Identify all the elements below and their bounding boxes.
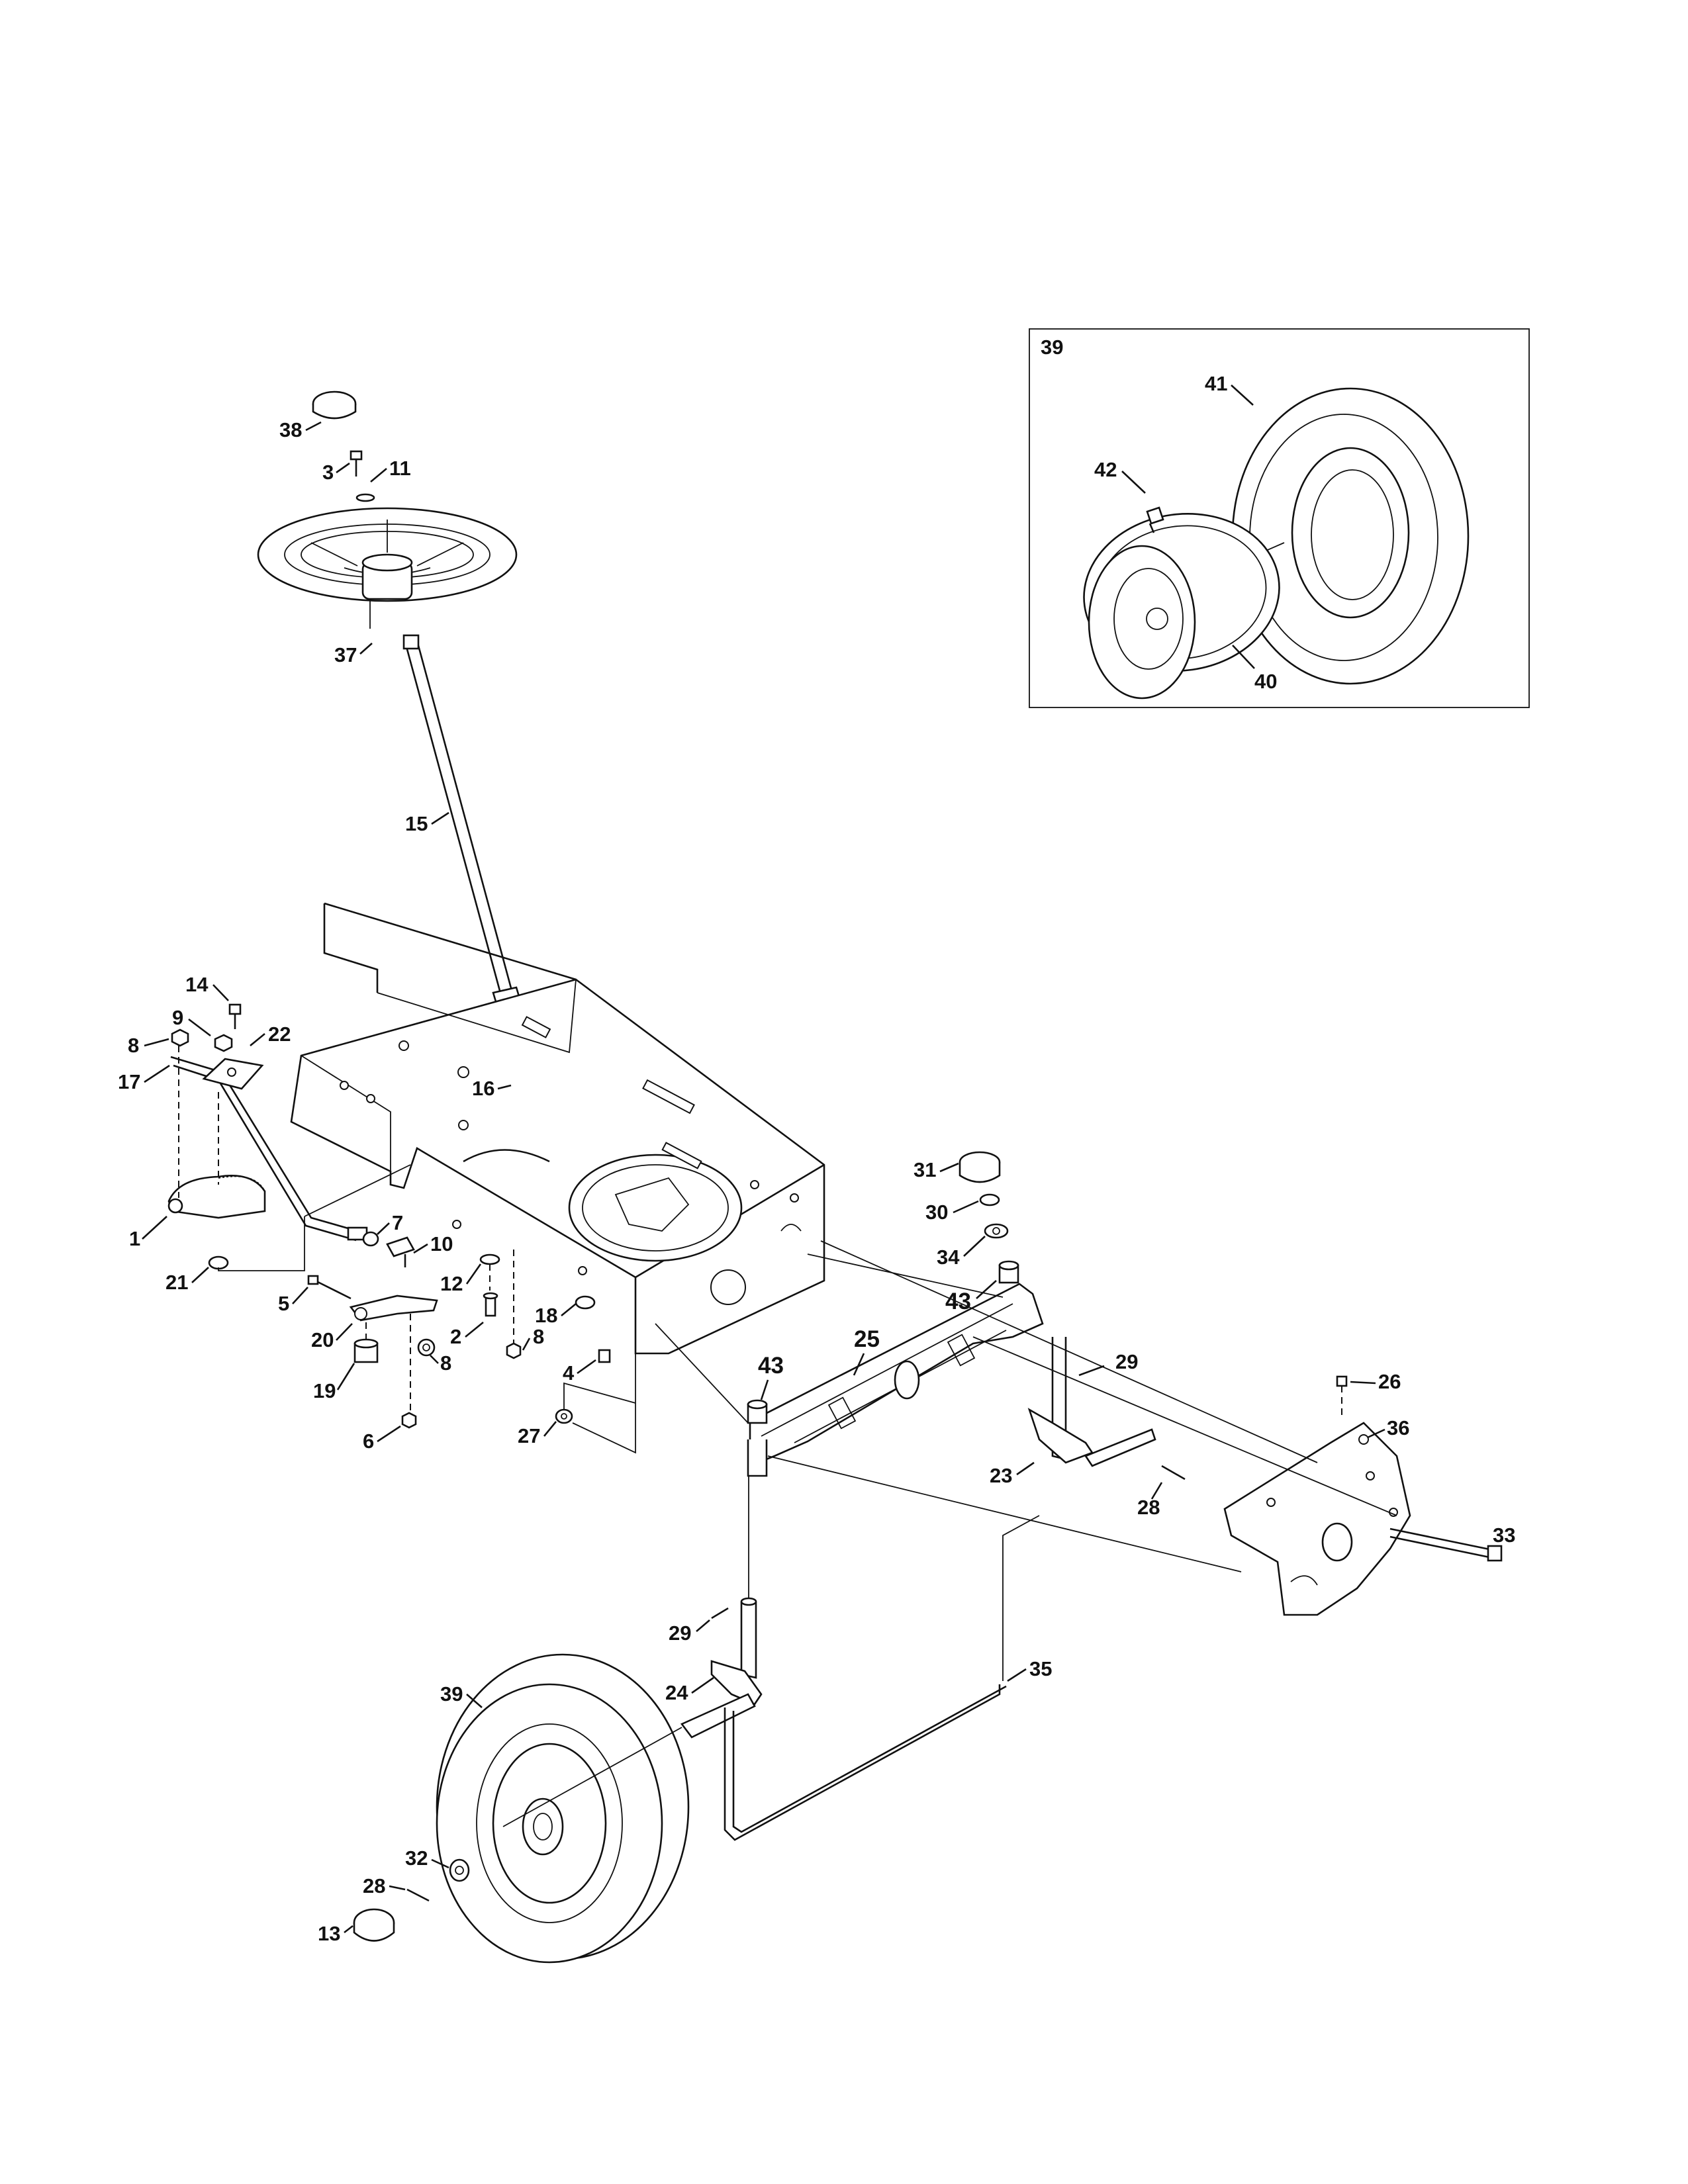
wheel-cap: [312, 390, 357, 420]
cap-31: [959, 1151, 1001, 1183]
callout-11: 11: [389, 457, 411, 480]
callout-4: 4: [563, 1361, 575, 1385]
spacer-19: [353, 1338, 379, 1363]
callout-34: 34: [937, 1246, 960, 1269]
callout-1: 1: [129, 1227, 140, 1250]
callout-8-low: 8: [533, 1325, 544, 1348]
washer-21: [208, 1255, 229, 1270]
bushing-43-right: [998, 1260, 1019, 1284]
callout-41: 41: [1205, 372, 1227, 395]
callout-40: 40: [1254, 670, 1277, 693]
screw-4: [598, 1349, 611, 1363]
callout-23: 23: [990, 1464, 1012, 1487]
callout-29-left: 29: [669, 1621, 691, 1645]
nut-8-mid: [417, 1338, 436, 1357]
callout-13: 13: [318, 1922, 340, 1945]
washer-27: [555, 1408, 573, 1424]
callout-8-mid: 8: [440, 1351, 451, 1375]
callout-12: 12: [440, 1272, 463, 1295]
cotter-pin-29-left: [711, 1607, 729, 1619]
nut-8-top: [171, 1028, 189, 1047]
callout-16: 16: [472, 1077, 494, 1100]
washer-12: [479, 1253, 500, 1265]
nut-7: [362, 1231, 379, 1247]
callout-2: 2: [450, 1325, 461, 1348]
inset-tire: [1231, 387, 1470, 685]
cotter-pin-28-right: [1161, 1465, 1186, 1480]
callout-26: 26: [1378, 1370, 1401, 1393]
callout-25: 25: [854, 1326, 880, 1352]
callout-8-top: 8: [128, 1034, 139, 1057]
callout-29-right: 29: [1115, 1350, 1138, 1373]
callout-7: 7: [392, 1211, 403, 1234]
callout-43-right: 43: [945, 1289, 971, 1314]
callout-27: 27: [518, 1424, 540, 1447]
nut-9: [214, 1034, 233, 1052]
tie-rod-35: [724, 1684, 1007, 1841]
pivot-plate-22: [202, 1058, 264, 1090]
bolt-5: [307, 1275, 352, 1300]
nut-6: [401, 1412, 417, 1429]
callout-37: 37: [334, 643, 357, 666]
bolt-2: [483, 1292, 498, 1317]
steering-arm-20: [349, 1295, 438, 1322]
callout-9: 9: [172, 1006, 183, 1029]
front-axle-25: [749, 1283, 1044, 1465]
steering-wheel: [257, 507, 518, 602]
callout-6: 6: [363, 1430, 374, 1453]
callout-32: 32: [405, 1846, 428, 1870]
callouts: 38 3 11 37 15 16 14 9 22 8 17 1 21 7 10 …: [118, 418, 1515, 1945]
callout-3: 3: [322, 461, 334, 484]
washer-32: [449, 1858, 470, 1882]
callout-24: 24: [665, 1681, 688, 1704]
callout-14: 14: [185, 973, 209, 996]
callout-38: 38: [279, 418, 302, 441]
bolt-26: [1336, 1375, 1348, 1416]
callout-43-left: 43: [758, 1353, 784, 1379]
callout-30: 30: [925, 1201, 948, 1224]
spindle-23: [1027, 1337, 1156, 1467]
pin-28-left: [406, 1888, 430, 1902]
frame: [290, 902, 825, 1355]
bracket-36: [1223, 1422, 1411, 1616]
nut-8-low: [506, 1342, 522, 1359]
wheel-bolt: [350, 450, 375, 502]
callout-28-left: 28: [363, 1874, 385, 1897]
inset-valve-stem: [1146, 506, 1164, 533]
callout-18: 18: [535, 1304, 557, 1327]
callout-35: 35: [1029, 1657, 1052, 1680]
drag-link: [170, 1056, 368, 1242]
front-tire-39: [436, 1653, 690, 1964]
callout-19: 19: [313, 1379, 336, 1402]
hub-cap-13: [353, 1908, 395, 1942]
callout-20: 20: [311, 1328, 334, 1351]
cotter-pin-29-right: [1078, 1365, 1105, 1377]
callout-39: 39: [440, 1682, 463, 1706]
callout-31: 31: [914, 1158, 936, 1181]
inset-title: 39: [1041, 336, 1063, 359]
wheel-inset: 39 41 42 40: [1029, 328, 1530, 708]
callout-5: 5: [278, 1292, 289, 1315]
spindle-24: [680, 1597, 763, 1739]
callout-36: 36: [1387, 1416, 1409, 1439]
callout-10: 10: [430, 1232, 453, 1255]
steering-gear: [167, 1175, 266, 1219]
washer-18: [575, 1295, 596, 1310]
bolt-33: [1389, 1527, 1503, 1562]
ball-joint-10: [386, 1236, 415, 1267]
washer-34: [984, 1223, 1009, 1239]
bushing-43-left: [747, 1399, 768, 1477]
inset-rim: [1083, 513, 1280, 700]
callout-17: 17: [118, 1070, 140, 1093]
callout-22: 22: [268, 1023, 291, 1046]
callout-21: 21: [165, 1271, 188, 1294]
screw-14: [228, 1003, 242, 1029]
callout-28-right: 28: [1137, 1496, 1160, 1519]
ring-30: [979, 1193, 1000, 1206]
callout-42: 42: [1094, 458, 1117, 481]
callout-33: 33: [1493, 1524, 1515, 1547]
callout-15: 15: [405, 812, 428, 835]
